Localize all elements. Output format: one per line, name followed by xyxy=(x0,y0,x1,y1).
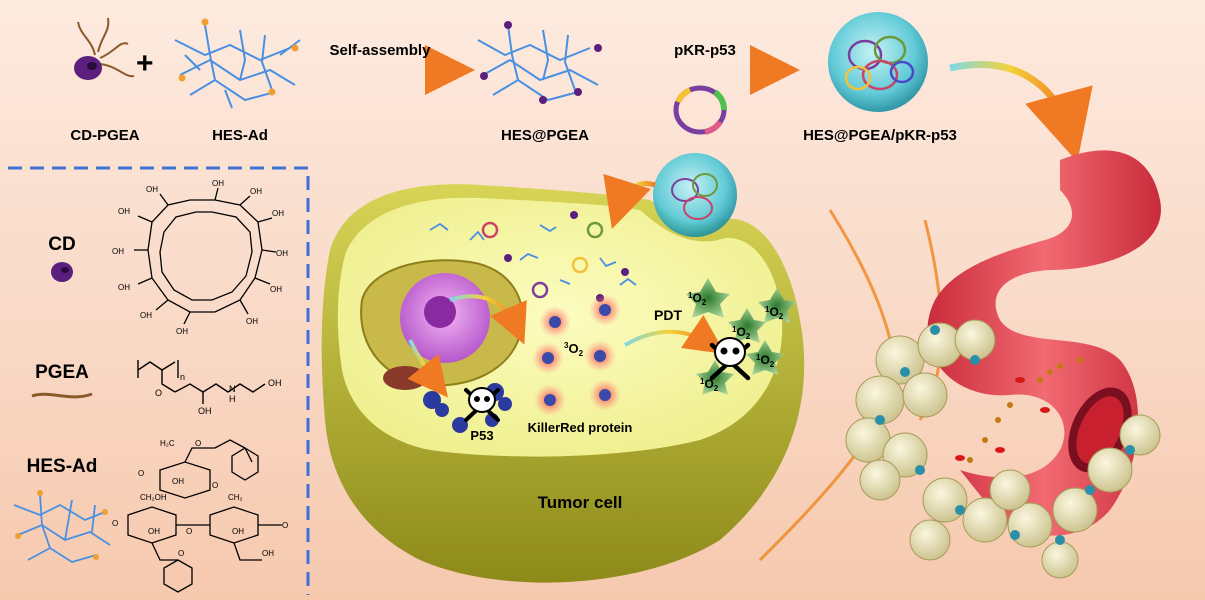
hes-ad-network-icon xyxy=(174,24,301,109)
plus-sign: + xyxy=(136,47,154,80)
entry-arrow xyxy=(603,173,656,230)
svg-text:OH: OH xyxy=(198,406,212,416)
svg-text:OH: OH xyxy=(232,527,244,536)
entering-nanoparticle xyxy=(653,153,737,237)
svg-text:OH: OH xyxy=(272,209,284,218)
legend-panel-border xyxy=(8,166,310,595)
svg-text:OH: OH xyxy=(268,378,282,388)
svg-text:OH: OH xyxy=(276,249,288,258)
svg-text:OH: OH xyxy=(140,311,152,320)
cyclodextrin-oh-labels: OH OH OH OH OH OH OH OH OH OH OH OH xyxy=(112,179,288,336)
svg-text:OH: OH xyxy=(270,285,282,294)
svg-text:O: O xyxy=(138,469,144,478)
singlet-oxygen-labels: 1O2 1O2 1O2 1O2 1O2 xyxy=(688,291,784,393)
svg-text:1O2: 1O2 xyxy=(765,305,784,321)
delivery-arrow xyxy=(949,61,1093,163)
svg-text:H: H xyxy=(229,394,236,404)
svg-text:OH: OH xyxy=(118,283,130,292)
mitochondrion xyxy=(383,366,427,390)
hes-pgea-network-icon xyxy=(477,24,599,102)
svg-text:O: O xyxy=(112,519,118,528)
legend-cd-icon xyxy=(51,262,73,282)
svg-text:1O2: 1O2 xyxy=(732,325,751,341)
svg-text:H₂C: H₂C xyxy=(160,439,175,448)
label-complex: HES@PGEA/pKR-p53 xyxy=(803,127,957,144)
legend-label-cd: CD xyxy=(48,234,75,255)
svg-text:1O2: 1O2 xyxy=(756,353,775,369)
svg-text:OH: OH xyxy=(212,179,224,188)
skull-icon-pdt xyxy=(709,337,751,381)
label-hes-pgea: HES@PGEA xyxy=(501,127,589,144)
svg-text:O: O xyxy=(186,527,192,536)
label-pdt: PDT xyxy=(654,307,682,323)
label-p53: P53 xyxy=(470,428,493,443)
svg-text:O: O xyxy=(212,481,218,490)
legend-pgea-icon xyxy=(31,392,93,399)
plasmid-icon xyxy=(673,85,727,135)
svg-text:OH: OH xyxy=(172,477,184,486)
svg-text:O: O xyxy=(195,439,201,448)
svg-text:1O2: 1O2 xyxy=(688,291,707,307)
legend-label-pgea: PGEA xyxy=(35,362,89,383)
svg-text:n: n xyxy=(180,372,185,382)
label-tumor-cell: Tumor cell xyxy=(538,493,623,512)
cd-pgea-icon xyxy=(74,17,135,80)
svg-text:N: N xyxy=(229,384,236,394)
p53-arrow xyxy=(407,339,448,398)
pgea-labels: n O OH N H OH xyxy=(155,372,282,416)
nanoparticle-icon xyxy=(828,12,928,112)
hes-ad-structure xyxy=(127,439,282,593)
svg-text:CH₂OH: CH₂OH xyxy=(140,493,167,502)
legend-hes-ad-icon xyxy=(13,494,111,563)
pdt-arrow xyxy=(624,314,726,355)
transcription-arrow xyxy=(449,294,527,345)
label-killerred: KillerRed protein xyxy=(528,420,633,435)
pgea-structure xyxy=(137,360,266,404)
vessel-wall-nanoparticles xyxy=(967,357,1083,463)
svg-text:OH: OH xyxy=(176,327,188,336)
svg-text:OH: OH xyxy=(146,185,158,194)
svg-text:OH: OH xyxy=(262,549,274,558)
nucleus xyxy=(360,259,524,390)
killerred-proteins xyxy=(532,294,621,416)
svg-text:O: O xyxy=(282,521,288,530)
triplet-oxygen-label: 3O2 xyxy=(564,341,584,358)
svg-text:O: O xyxy=(155,388,162,398)
legend-adamantane-dots xyxy=(15,490,108,560)
svg-text:OH: OH xyxy=(250,187,262,196)
label-self-assembly: Self-assembly xyxy=(330,42,432,59)
svg-text:CH₂: CH₂ xyxy=(228,493,243,502)
svg-text:OH: OH xyxy=(118,207,130,216)
svg-text:1O2: 1O2 xyxy=(700,377,719,393)
tumor-tissue-cells xyxy=(845,319,1161,579)
svg-text:OH: OH xyxy=(148,527,160,536)
label-cd-pgea: CD-PGEA xyxy=(70,127,139,144)
hes-ad-labels: H₂C O O OH O CH₂OH CH₂ O OH O OH O O OH xyxy=(112,439,288,558)
adamantane-dots xyxy=(178,18,299,96)
svg-text:O: O xyxy=(178,549,184,558)
svg-text:OH: OH xyxy=(246,317,258,326)
label-hes-ad: HES-Ad xyxy=(212,127,268,144)
cyclodextrin-structure xyxy=(134,187,277,325)
legend-label-hes-ad: HES-Ad xyxy=(27,456,98,477)
label-pkr-p53: pKR-p53 xyxy=(674,42,736,59)
bound-cd-pgea-markers xyxy=(480,21,602,104)
svg-text:OH: OH xyxy=(112,247,124,256)
tumor-nanoparticles xyxy=(875,325,1135,545)
p53-protein-clusters xyxy=(423,383,512,433)
skull-icon-p53 xyxy=(464,387,500,422)
